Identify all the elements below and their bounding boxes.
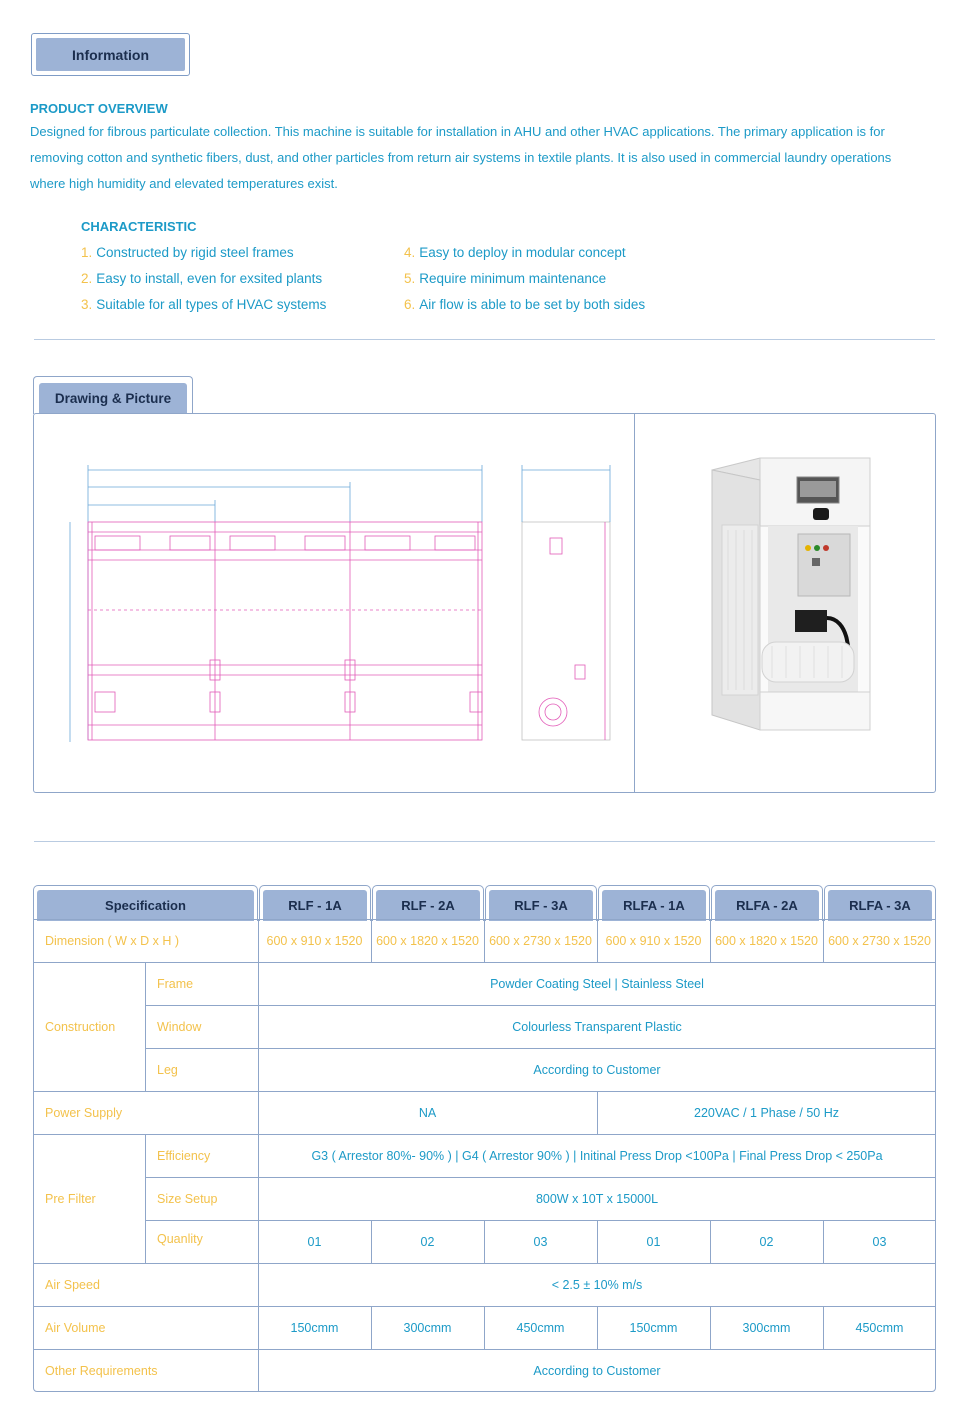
leg-label: Leg (157, 1062, 178, 1077)
spec-header: Specification (33, 885, 258, 921)
characteristic-item: 5.Require minimum maintenance (404, 271, 607, 286)
efficiency-label: Efficiency (157, 1148, 211, 1163)
airvolume-value: 150cmm (290, 1320, 339, 1335)
quantity-value: 02 (420, 1234, 435, 1249)
other-value: According to Customer (533, 1363, 661, 1378)
construction-label: Construction (45, 1019, 116, 1034)
overview-line: Designed for fibrous particulate collect… (30, 124, 885, 139)
col-divider (484, 1306, 485, 1349)
characteristic-list-left: 1.Constructed by rigid steel frames 2.Ea… (81, 240, 326, 318)
col-divider (710, 919, 711, 962)
col-divider (145, 962, 146, 1091)
airspeed-value: < 2.5 ± 10% m/s (551, 1277, 643, 1292)
dimension-value: 600 x 2730 x 1520 (489, 933, 592, 948)
airspeed-label: Air Speed (45, 1277, 100, 1292)
efficiency-value: G3 ( Arrestor 80%- 90% ) | G4 ( Arrestor… (311, 1148, 883, 1163)
window-value: Colourless Transparent Plastic (512, 1019, 682, 1034)
col-divider (823, 1220, 824, 1263)
row-divider (33, 1134, 936, 1135)
dimension-label: Dimension ( W x D x H ) (45, 933, 180, 948)
col-divider (484, 1220, 485, 1263)
characteristic-item: 2.Easy to install, even for exsited plan… (81, 271, 323, 286)
power-rlfa-value: 220VAC / 1 Phase / 50 Hz (694, 1105, 839, 1120)
quantity-value: 02 (759, 1234, 774, 1249)
other-label: Other Requirements (45, 1363, 158, 1378)
characteristic-list-right: 4.Easy to deploy in modular concept 5.Re… (404, 240, 645, 318)
product-overview-title: PRODUCT OVERVIEW (30, 101, 168, 116)
col-divider (710, 1306, 711, 1349)
model-header: RLF - 1A (259, 885, 371, 921)
dimension-value: 600 x 1820 x 1520 (715, 933, 818, 948)
information-tab-label: Information (36, 38, 185, 71)
divider (34, 841, 935, 842)
dimension-value: 600 x 2730 x 1520 (828, 933, 931, 948)
drawing-divider (634, 413, 635, 793)
drawing-picture-tab[interactable]: Drawing & Picture (33, 376, 193, 414)
col-divider (597, 1091, 598, 1134)
product-photo (711, 457, 871, 731)
power-rlf-value: NA (418, 1105, 437, 1120)
characteristic-item: 6.Air flow is able to be set by both sid… (404, 297, 646, 312)
dimension-value: 600 x 1820 x 1520 (376, 933, 479, 948)
model-header: RLF - 2A (372, 885, 484, 921)
col-divider (371, 1306, 372, 1349)
dimension-value: 600 x 910 x 1520 (266, 933, 363, 948)
row-divider (145, 1220, 936, 1221)
product-overview-text: Designed for fibrous particulate collect… (30, 119, 940, 197)
col-divider (597, 1220, 598, 1263)
drawing-picture-tab-label: Drawing & Picture (39, 383, 187, 414)
window-label: Window (157, 1019, 202, 1034)
frame-value: Powder Coating Steel | Stainless Steel (490, 976, 704, 991)
model-header: RLFA - 2A (711, 885, 823, 921)
overview-line: removing cotton and synthetic fibers, du… (30, 150, 892, 165)
power-label: Power Supply (45, 1105, 123, 1120)
dimension-value: 600 x 910 x 1520 (605, 933, 702, 948)
technical-drawing (69, 465, 611, 742)
characteristic-title: CHARACTERISTIC (81, 219, 197, 234)
characteristic-item: 4.Easy to deploy in modular concept (404, 245, 626, 260)
row-divider (145, 1048, 936, 1049)
airvolume-value: 150cmm (629, 1320, 678, 1335)
row-divider (33, 1349, 936, 1350)
frame-label: Frame (157, 976, 194, 991)
col-divider (597, 919, 598, 962)
prefilter-label: Pre Filter (45, 1191, 96, 1206)
col-divider (823, 1306, 824, 1349)
col-divider (484, 919, 485, 962)
quantity-label: Quanlity (157, 1232, 203, 1246)
divider (34, 339, 935, 340)
leg-value: According to Customer (533, 1062, 661, 1077)
row-divider (33, 1263, 936, 1264)
model-header: RLFA - 1A (598, 885, 710, 921)
quantity-value: 03 (872, 1234, 887, 1249)
drawing-frame (33, 413, 936, 793)
airvolume-value: 300cmm (403, 1320, 452, 1335)
col-divider (371, 1220, 372, 1263)
col-divider (710, 1220, 711, 1263)
col-divider (145, 1134, 146, 1263)
overview-line: where high humidity and elevated tempera… (30, 176, 338, 191)
model-header: RLF - 3A (485, 885, 597, 921)
airvolume-value: 450cmm (516, 1320, 565, 1335)
row-divider (145, 1177, 936, 1178)
size-setup-label: Size Setup (157, 1191, 218, 1206)
size-setup-value: 800W x 10T x 15000L (535, 1191, 659, 1206)
airvolume-value: 300cmm (742, 1320, 791, 1335)
model-header: RLFA - 3A (824, 885, 936, 921)
col-divider (823, 919, 824, 962)
quantity-value: 01 (307, 1234, 322, 1249)
quantity-value: 01 (646, 1234, 661, 1249)
characteristic-item: 1.Constructed by rigid steel frames (81, 245, 294, 260)
row-divider (145, 1005, 936, 1006)
col-divider (371, 919, 372, 962)
row-divider (33, 1091, 936, 1092)
col-divider (597, 1306, 598, 1349)
row-divider (33, 962, 936, 963)
information-tab[interactable]: Information (31, 33, 190, 76)
characteristic-item: 3.Suitable for all types of HVAC systems (81, 297, 327, 312)
airvolume-value: 450cmm (855, 1320, 904, 1335)
quantity-value: 03 (533, 1234, 548, 1249)
col-divider (258, 919, 259, 1392)
airvolume-label: Air Volume (45, 1320, 106, 1335)
